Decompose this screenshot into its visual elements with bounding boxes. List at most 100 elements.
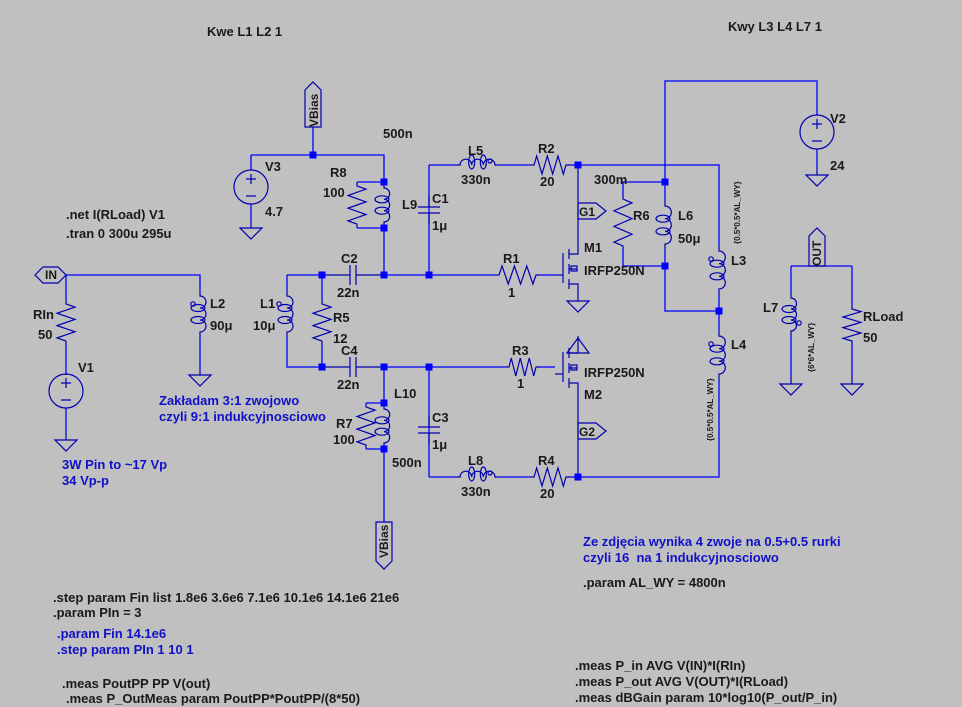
net-label-out-text[interactable]: OUT bbox=[810, 240, 824, 266]
inductor-l5[interactable] bbox=[455, 158, 500, 166]
directive-param-al-wy[interactable]: .param AL_WY = 4800n bbox=[583, 575, 726, 590]
l2-value[interactable]: 90μ bbox=[210, 318, 232, 333]
l9-name[interactable]: L9 bbox=[402, 197, 417, 212]
r1-name[interactable]: R1 bbox=[503, 251, 520, 266]
wire[interactable] bbox=[286, 338, 322, 368]
net-label-out[interactable] bbox=[808, 227, 826, 267]
r4-value[interactable]: 20 bbox=[540, 486, 554, 501]
coupling-output[interactable]: Kwy L3 L4 L7 1 bbox=[728, 19, 822, 34]
capacitor-c1[interactable] bbox=[418, 195, 440, 225]
r6-value[interactable]: 300m bbox=[594, 172, 627, 187]
l9-value[interactable]: 500n bbox=[383, 126, 413, 141]
l4-name[interactable]: L4 bbox=[731, 337, 747, 352]
inductor-l6[interactable] bbox=[664, 200, 672, 250]
r1-value[interactable]: 1 bbox=[508, 285, 515, 300]
resistor-r1[interactable] bbox=[495, 264, 540, 286]
net-label-vbias-bottom[interactable] bbox=[375, 521, 393, 570]
net-label-g2-text[interactable]: G2 bbox=[579, 425, 595, 439]
voltage-source-v1[interactable] bbox=[48, 373, 84, 409]
l4-value[interactable]: {0.5*0.5*AL_WY} bbox=[706, 378, 715, 441]
capacitor-c4[interactable] bbox=[322, 357, 384, 377]
inductor-l1[interactable] bbox=[286, 290, 294, 338]
directive-meas-poutmeas[interactable]: .meas P_OutMeas param PoutPP*PoutPP/(8*5… bbox=[66, 691, 361, 706]
l1-name[interactable]: L1 bbox=[260, 296, 275, 311]
l7-value[interactable]: {6*6*AL_WY} bbox=[807, 323, 816, 372]
resistor-r6[interactable] bbox=[612, 195, 634, 250]
l6-value[interactable]: 50μ bbox=[678, 231, 700, 246]
directive-param-pin[interactable]: .param PIn = 3 bbox=[53, 605, 142, 620]
l7-name[interactable]: L7 bbox=[763, 300, 778, 315]
net-label-g2[interactable] bbox=[577, 422, 607, 440]
resistor-rin[interactable] bbox=[55, 300, 77, 345]
mosfet-m1[interactable] bbox=[555, 249, 570, 289]
r2-name[interactable]: R2 bbox=[538, 141, 555, 156]
r4-name[interactable]: R4 bbox=[538, 453, 555, 468]
voltage-source-v2[interactable] bbox=[799, 114, 835, 150]
inductor-l10[interactable] bbox=[383, 403, 391, 449]
r8-name[interactable]: R8 bbox=[330, 165, 347, 180]
rin-value[interactable]: 50 bbox=[38, 327, 52, 342]
directive-meas-pin[interactable]: .meas P_in AVG V(IN)*I(RIn) bbox=[575, 658, 746, 673]
r5-name[interactable]: R5 bbox=[333, 310, 350, 325]
resistor-r5[interactable] bbox=[311, 300, 333, 345]
v1-name[interactable]: V1 bbox=[78, 360, 94, 375]
wire[interactable] bbox=[578, 164, 720, 245]
capacitor-c3[interactable] bbox=[418, 415, 440, 445]
inductor-l8[interactable] bbox=[455, 470, 500, 478]
comment-step-pin[interactable]: .step param PIn 1 10 1 bbox=[57, 642, 194, 657]
l5-value[interactable]: 330n bbox=[461, 172, 491, 187]
net-label-in-text[interactable]: IN bbox=[45, 268, 57, 282]
r3-value[interactable]: 1 bbox=[517, 376, 524, 391]
net-label-vbias-bottom-text[interactable]: VBias bbox=[377, 524, 391, 558]
v2-name[interactable]: V2 bbox=[830, 111, 846, 126]
wire[interactable] bbox=[664, 80, 818, 182]
l10-value[interactable]: 500n bbox=[392, 455, 422, 470]
resistor-r3[interactable] bbox=[505, 357, 540, 377]
l8-name[interactable]: L8 bbox=[468, 453, 483, 468]
m1-name[interactable]: M1 bbox=[584, 240, 602, 255]
wire[interactable] bbox=[578, 395, 720, 478]
inductor-l2[interactable] bbox=[199, 290, 207, 338]
r7-name[interactable]: R7 bbox=[336, 416, 353, 431]
v3-value[interactable]: 4.7 bbox=[265, 204, 283, 219]
directive-net[interactable]: .net I(RLoad) V1 bbox=[66, 207, 165, 222]
l5-name[interactable]: L5 bbox=[468, 143, 483, 158]
resistor-r8[interactable] bbox=[346, 182, 368, 228]
directive-tran[interactable]: .tran 0 300u 295u bbox=[66, 226, 172, 241]
mosfet-m2[interactable] bbox=[555, 348, 570, 388]
l1-value[interactable]: 10μ bbox=[253, 318, 275, 333]
r8-value[interactable]: 100 bbox=[323, 185, 345, 200]
l3-name[interactable]: L3 bbox=[731, 253, 746, 268]
directive-meas-pout[interactable]: .meas P_out AVG V(OUT)*I(RLoad) bbox=[575, 674, 789, 689]
wire[interactable] bbox=[251, 154, 385, 182]
c4-name[interactable]: C4 bbox=[341, 343, 358, 358]
rload-value[interactable]: 50 bbox=[863, 330, 877, 345]
inductor-l4[interactable] bbox=[718, 330, 726, 380]
comment-param-fin[interactable]: .param Fin 14.1e6 bbox=[57, 626, 167, 641]
c1-name[interactable]: C1 bbox=[432, 191, 449, 206]
inductor-l7[interactable] bbox=[790, 292, 798, 337]
net-label-g1-text[interactable]: G1 bbox=[579, 205, 595, 219]
directive-meas-dbgain[interactable]: .meas dBGain param 10*log10(P_out/P_in) bbox=[575, 690, 838, 705]
m2-name[interactable]: M2 bbox=[584, 387, 602, 402]
l10-name[interactable]: L10 bbox=[394, 386, 416, 401]
net-label-g1[interactable] bbox=[577, 202, 607, 220]
wire[interactable] bbox=[622, 250, 665, 267]
resistor-rload[interactable] bbox=[840, 305, 864, 345]
m2-value[interactable]: IRFP250N bbox=[584, 365, 645, 380]
net-label-vbias-top-text[interactable]: VBias bbox=[307, 93, 321, 127]
r5-value[interactable]: 12 bbox=[333, 331, 347, 346]
v2-value[interactable]: 24 bbox=[830, 158, 845, 173]
c2-name[interactable]: C2 bbox=[341, 251, 358, 266]
directive-meas-poutpp[interactable]: .meas PoutPP PP V(out) bbox=[62, 676, 211, 691]
c2-value[interactable]: 22n bbox=[337, 285, 359, 300]
r2-value[interactable]: 20 bbox=[540, 174, 554, 189]
rin-name[interactable]: RIn bbox=[33, 307, 54, 322]
wire[interactable] bbox=[622, 181, 665, 195]
resistor-r4[interactable] bbox=[530, 465, 570, 489]
l6-name[interactable]: L6 bbox=[678, 208, 693, 223]
m1-value[interactable]: IRFP250N bbox=[584, 263, 645, 278]
capacitor-c2[interactable] bbox=[322, 265, 384, 285]
c3-name[interactable]: C3 bbox=[432, 410, 449, 425]
